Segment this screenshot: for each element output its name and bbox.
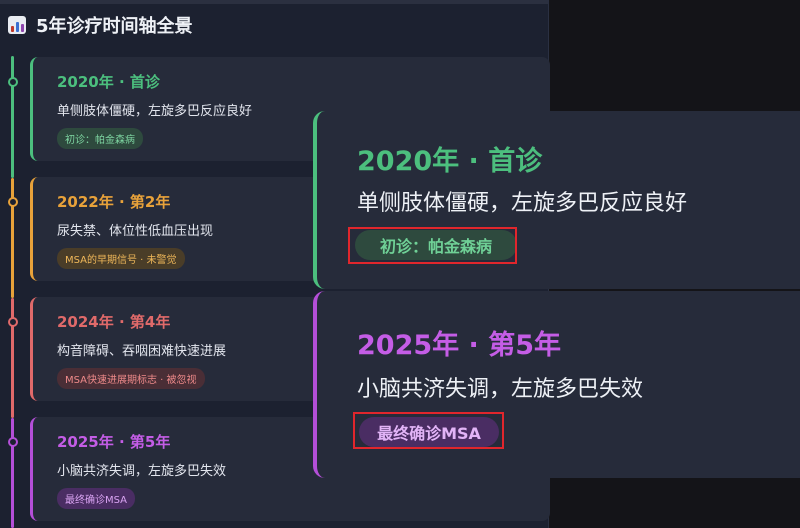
- card-year: 2022年 · 第2年: [57, 193, 171, 211]
- highlight-box: [348, 227, 517, 264]
- timeline-dot: [8, 197, 18, 207]
- zoom-description: 单侧肢体僵硬，左旋多巴反应良好: [357, 191, 688, 216]
- card-description: 构音障碍、吞咽困难快速进展: [57, 344, 227, 359]
- card-year: 2024年 · 第4年: [57, 313, 171, 331]
- top-strip: [0, 0, 548, 4]
- highlight-box: [353, 412, 504, 449]
- panel-header: 5年诊疗时间轴全景: [8, 12, 193, 38]
- bar-chart-icon: [8, 16, 26, 34]
- timeline-dot: [8, 317, 18, 327]
- warning-badge: MSA的早期信号 · 未警觉: [57, 248, 185, 269]
- timeline-rail-red: [11, 298, 14, 418]
- card-year: 2025年 · 第5年: [57, 433, 171, 451]
- zoom-description: 小脑共济失调，左旋多巴失效: [357, 377, 644, 402]
- timeline-rail-orange: [11, 178, 14, 298]
- card-description: 尿失禁、体位性低血压出现: [57, 224, 214, 239]
- timeline-rail-green: [11, 56, 14, 178]
- timeline-dot: [8, 437, 18, 447]
- zoom-diagnosis-badge: 初诊：帕金森病: [355, 230, 517, 260]
- card-description: 小脑共济失调，左旋多巴失效: [57, 464, 227, 479]
- zoom-year: 2020年 · 首诊: [357, 146, 543, 177]
- timeline-dot: [8, 77, 18, 87]
- zoom-card-2025: 2025年 · 第5年 小脑共济失调，左旋多巴失效 最终确诊MSA: [313, 291, 800, 478]
- page-title: 5年诊疗时间轴全景: [36, 16, 193, 37]
- diagnosis-badge: 最终确诊MSA: [57, 488, 136, 509]
- card-description: 单侧肢体僵硬，左旋多巴反应良好: [57, 104, 253, 119]
- zoom-diagnosis-badge: 最终确诊MSA: [359, 417, 499, 447]
- card-year: 2020年 · 首诊: [57, 73, 160, 91]
- warning-badge: MSA快速进展期标志 · 被忽视: [57, 368, 205, 389]
- zoom-year: 2025年 · 第5年: [357, 330, 561, 361]
- zoom-card-2020: 2020年 · 首诊 单侧肢体僵硬，左旋多巴反应良好 初诊：帕金森病: [313, 111, 800, 289]
- timeline-rail-purple: [11, 418, 14, 528]
- diagnosis-badge: 初诊：帕金森病: [57, 128, 143, 149]
